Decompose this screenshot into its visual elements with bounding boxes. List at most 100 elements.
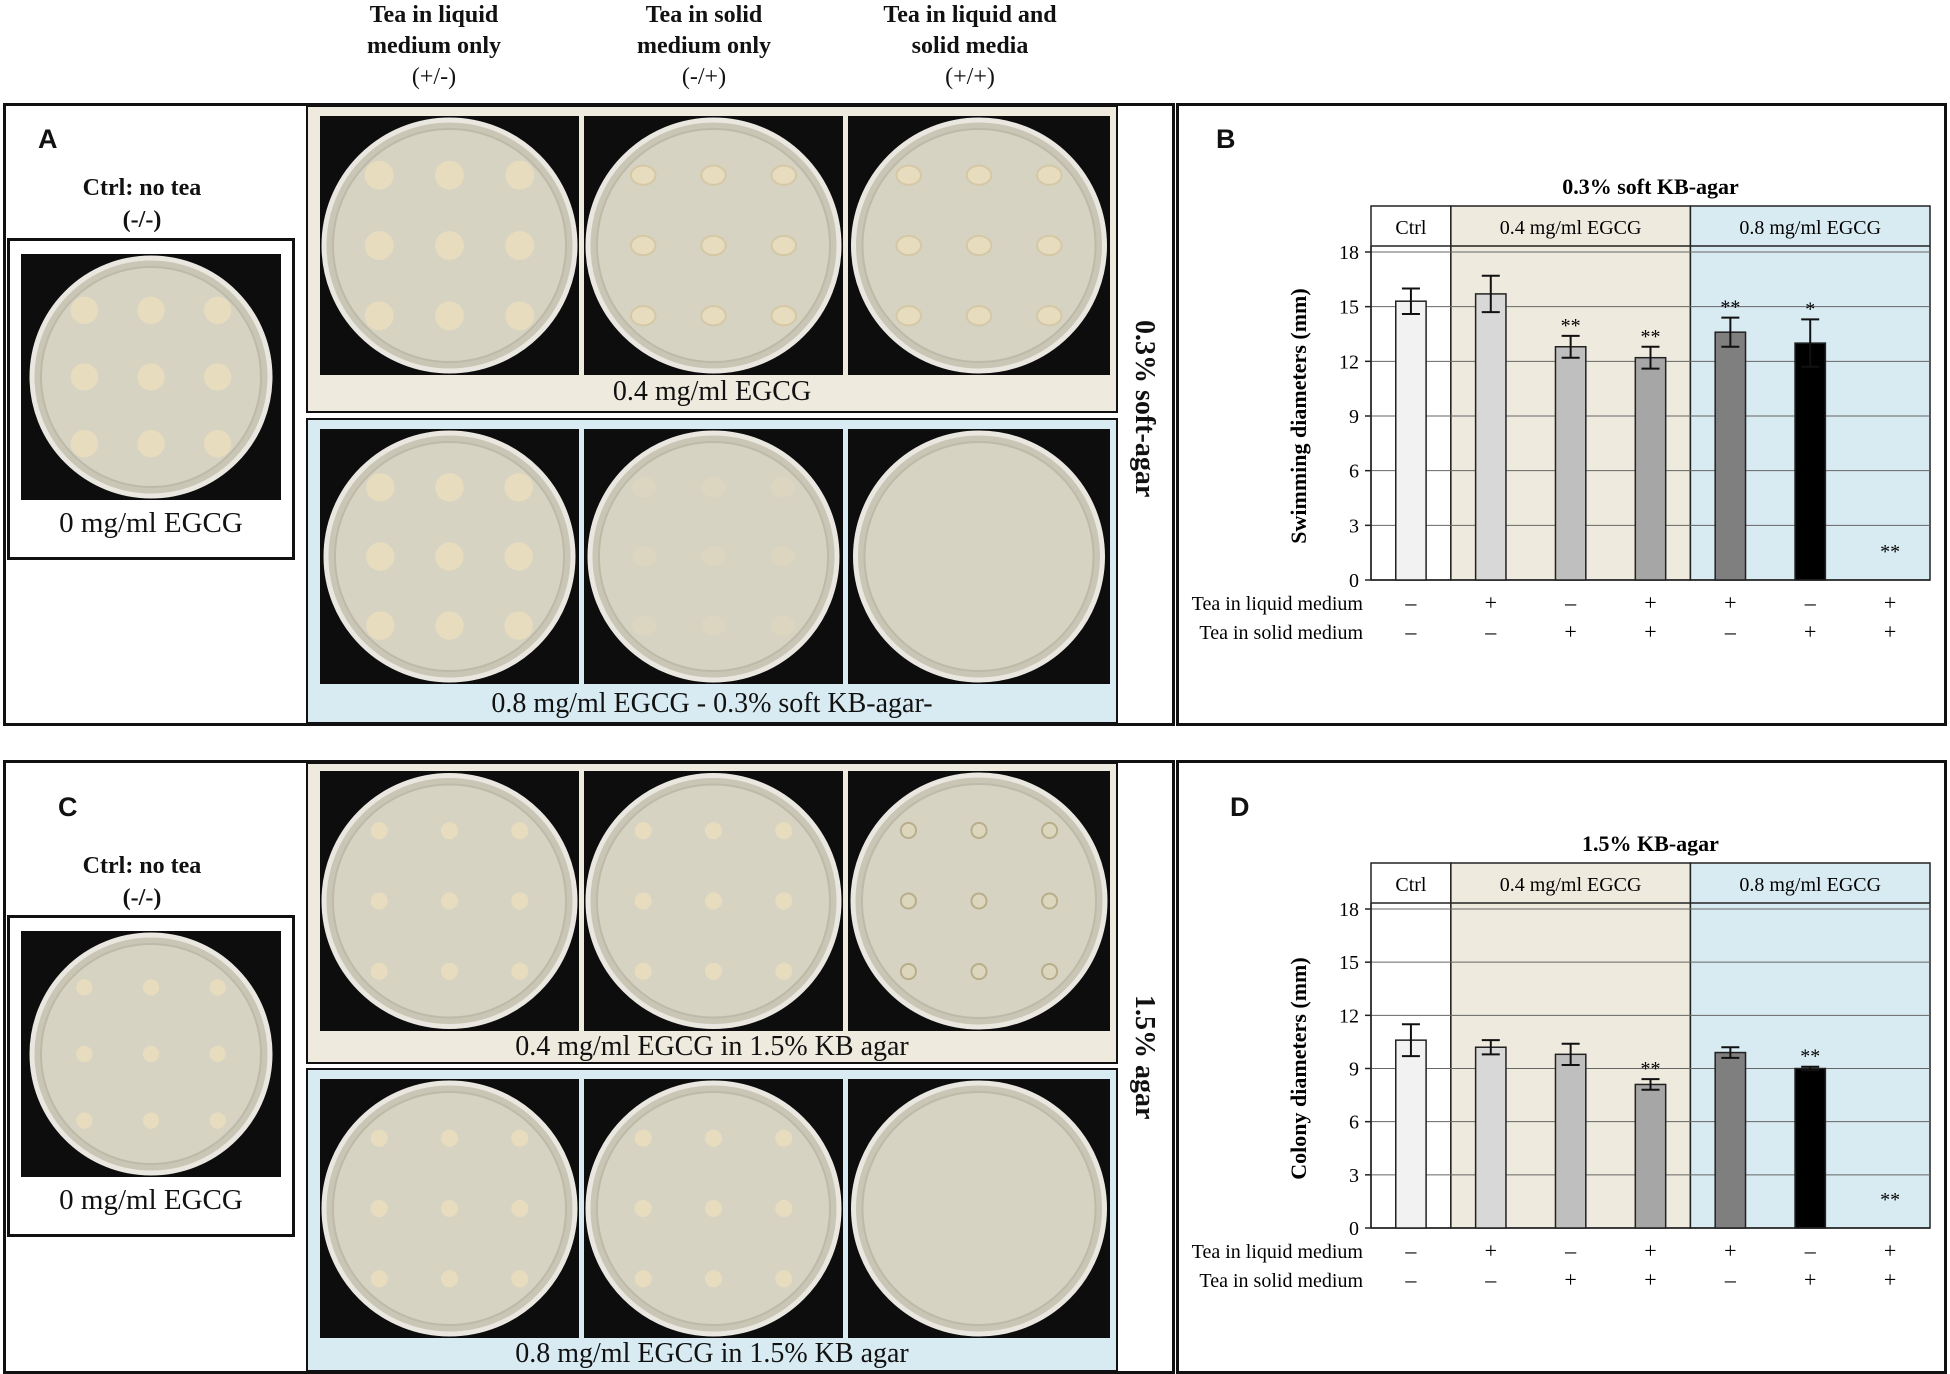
plate-image [848, 116, 1110, 375]
colony [775, 962, 793, 980]
panel-a-letter: A [38, 124, 58, 154]
bar [1634, 356, 1667, 581]
colony [76, 1112, 93, 1129]
treatment-mark: – [1804, 1238, 1817, 1263]
colony [632, 546, 657, 567]
colony [364, 301, 394, 331]
colony [700, 234, 727, 257]
colony [364, 160, 394, 190]
ctrl-plate-photo [21, 254, 281, 500]
plate-image [584, 429, 843, 684]
bar [1794, 342, 1827, 581]
colony [364, 231, 394, 260]
bar [1714, 331, 1747, 581]
colony [700, 305, 727, 327]
ctrl-label-line: (-/-) [122, 885, 162, 911]
colony [704, 1270, 723, 1288]
bar [1554, 346, 1587, 581]
significance-marker: ** [1561, 315, 1581, 337]
panel-a-ctrl-box: 0 mg/ml EGCG [7, 238, 295, 560]
y-tick-label: 6 [1349, 1112, 1359, 1134]
colony [701, 477, 726, 498]
y-tick-label: 18 [1339, 899, 1359, 921]
colony [634, 962, 652, 980]
colony [629, 234, 657, 257]
column-header-line: Tea in solid [645, 2, 763, 28]
y-tick-label: 18 [1339, 242, 1359, 264]
colony [435, 301, 464, 331]
colony [70, 296, 99, 325]
column-header-code: (+/-) [411, 64, 457, 90]
significance-marker: ** [1880, 541, 1900, 563]
colony [440, 892, 459, 910]
panel-d-frame [1176, 760, 1947, 1374]
plate-photo-both [848, 1079, 1110, 1338]
column-header-liquid: Tea in liquid medium only (+/-) [294, 0, 574, 93]
colony [203, 363, 232, 391]
y-tick-label: 12 [1339, 351, 1359, 373]
colony [511, 1270, 529, 1288]
treatment-mark: – [1564, 1238, 1577, 1263]
plate-image [21, 254, 281, 500]
colony [704, 822, 723, 840]
treatment-mark: + [1724, 590, 1736, 615]
treatment-group-label: 0.8 mg/ml EGCG [1739, 217, 1881, 239]
treatment-mark: + [1884, 1238, 1896, 1263]
plate-photo-liquid [320, 429, 579, 684]
colony [770, 615, 795, 636]
strip-caption: 0.8 mg/ml EGCG - 0.3% soft KB-agar- [491, 688, 933, 719]
treatment-mark: + [1884, 1267, 1896, 1292]
colony [370, 1270, 388, 1288]
chart-title: 1.5% KB-agar [1582, 831, 1719, 856]
plate-image [21, 931, 281, 1177]
colony [775, 1270, 793, 1288]
panel-b-frame [1176, 103, 1947, 726]
plate-photo-solid [584, 771, 843, 1031]
significance-marker: ** [1800, 1046, 1820, 1068]
treatment-mark: – [1404, 590, 1417, 615]
colony [505, 160, 535, 190]
y-tick-label: 15 [1339, 297, 1359, 319]
colony [632, 477, 657, 498]
colony [142, 1112, 160, 1129]
colony [1036, 234, 1063, 257]
plate-photo-liquid [320, 771, 579, 1031]
colony [965, 234, 993, 257]
colony [76, 1045, 93, 1063]
colony [511, 962, 529, 980]
colony [1036, 164, 1063, 186]
colony [700, 164, 727, 186]
panel-a-frame [3, 103, 1175, 726]
colony [203, 429, 232, 458]
colony [704, 1199, 723, 1218]
chart-title: 0.3% soft KB-agar [1562, 174, 1739, 199]
colony [895, 305, 922, 327]
ctrl-label-line: Ctrl: no tea [82, 853, 202, 879]
treatment-mark: + [1485, 1238, 1497, 1263]
plate-image [320, 429, 579, 684]
bar [1714, 1051, 1747, 1229]
petri-dish-agar [863, 441, 1095, 672]
panel-c-side-label: 1.5% agar [1129, 995, 1160, 1120]
petri-dish-agar [861, 1091, 1097, 1326]
colony [701, 615, 726, 636]
panel-c-ctrl-caption: 0 mg/ml EGCG [59, 1184, 243, 1216]
plate-photo-liquid [320, 1079, 579, 1338]
colony [1036, 305, 1063, 327]
treatment-mark: + [1644, 619, 1656, 644]
significance-marker: ** [1720, 297, 1740, 319]
colony [366, 473, 395, 502]
treatment-group-label: Ctrl [1395, 874, 1427, 896]
colony [1041, 892, 1059, 910]
colony [370, 962, 388, 980]
colony [634, 892, 652, 910]
plate-image [584, 1079, 843, 1338]
colony [137, 296, 165, 325]
colony [629, 305, 657, 327]
significance-marker: ** [1641, 1058, 1661, 1080]
colony [76, 979, 93, 996]
colony [505, 301, 535, 331]
colony [775, 1199, 793, 1218]
bar [1474, 1046, 1507, 1229]
